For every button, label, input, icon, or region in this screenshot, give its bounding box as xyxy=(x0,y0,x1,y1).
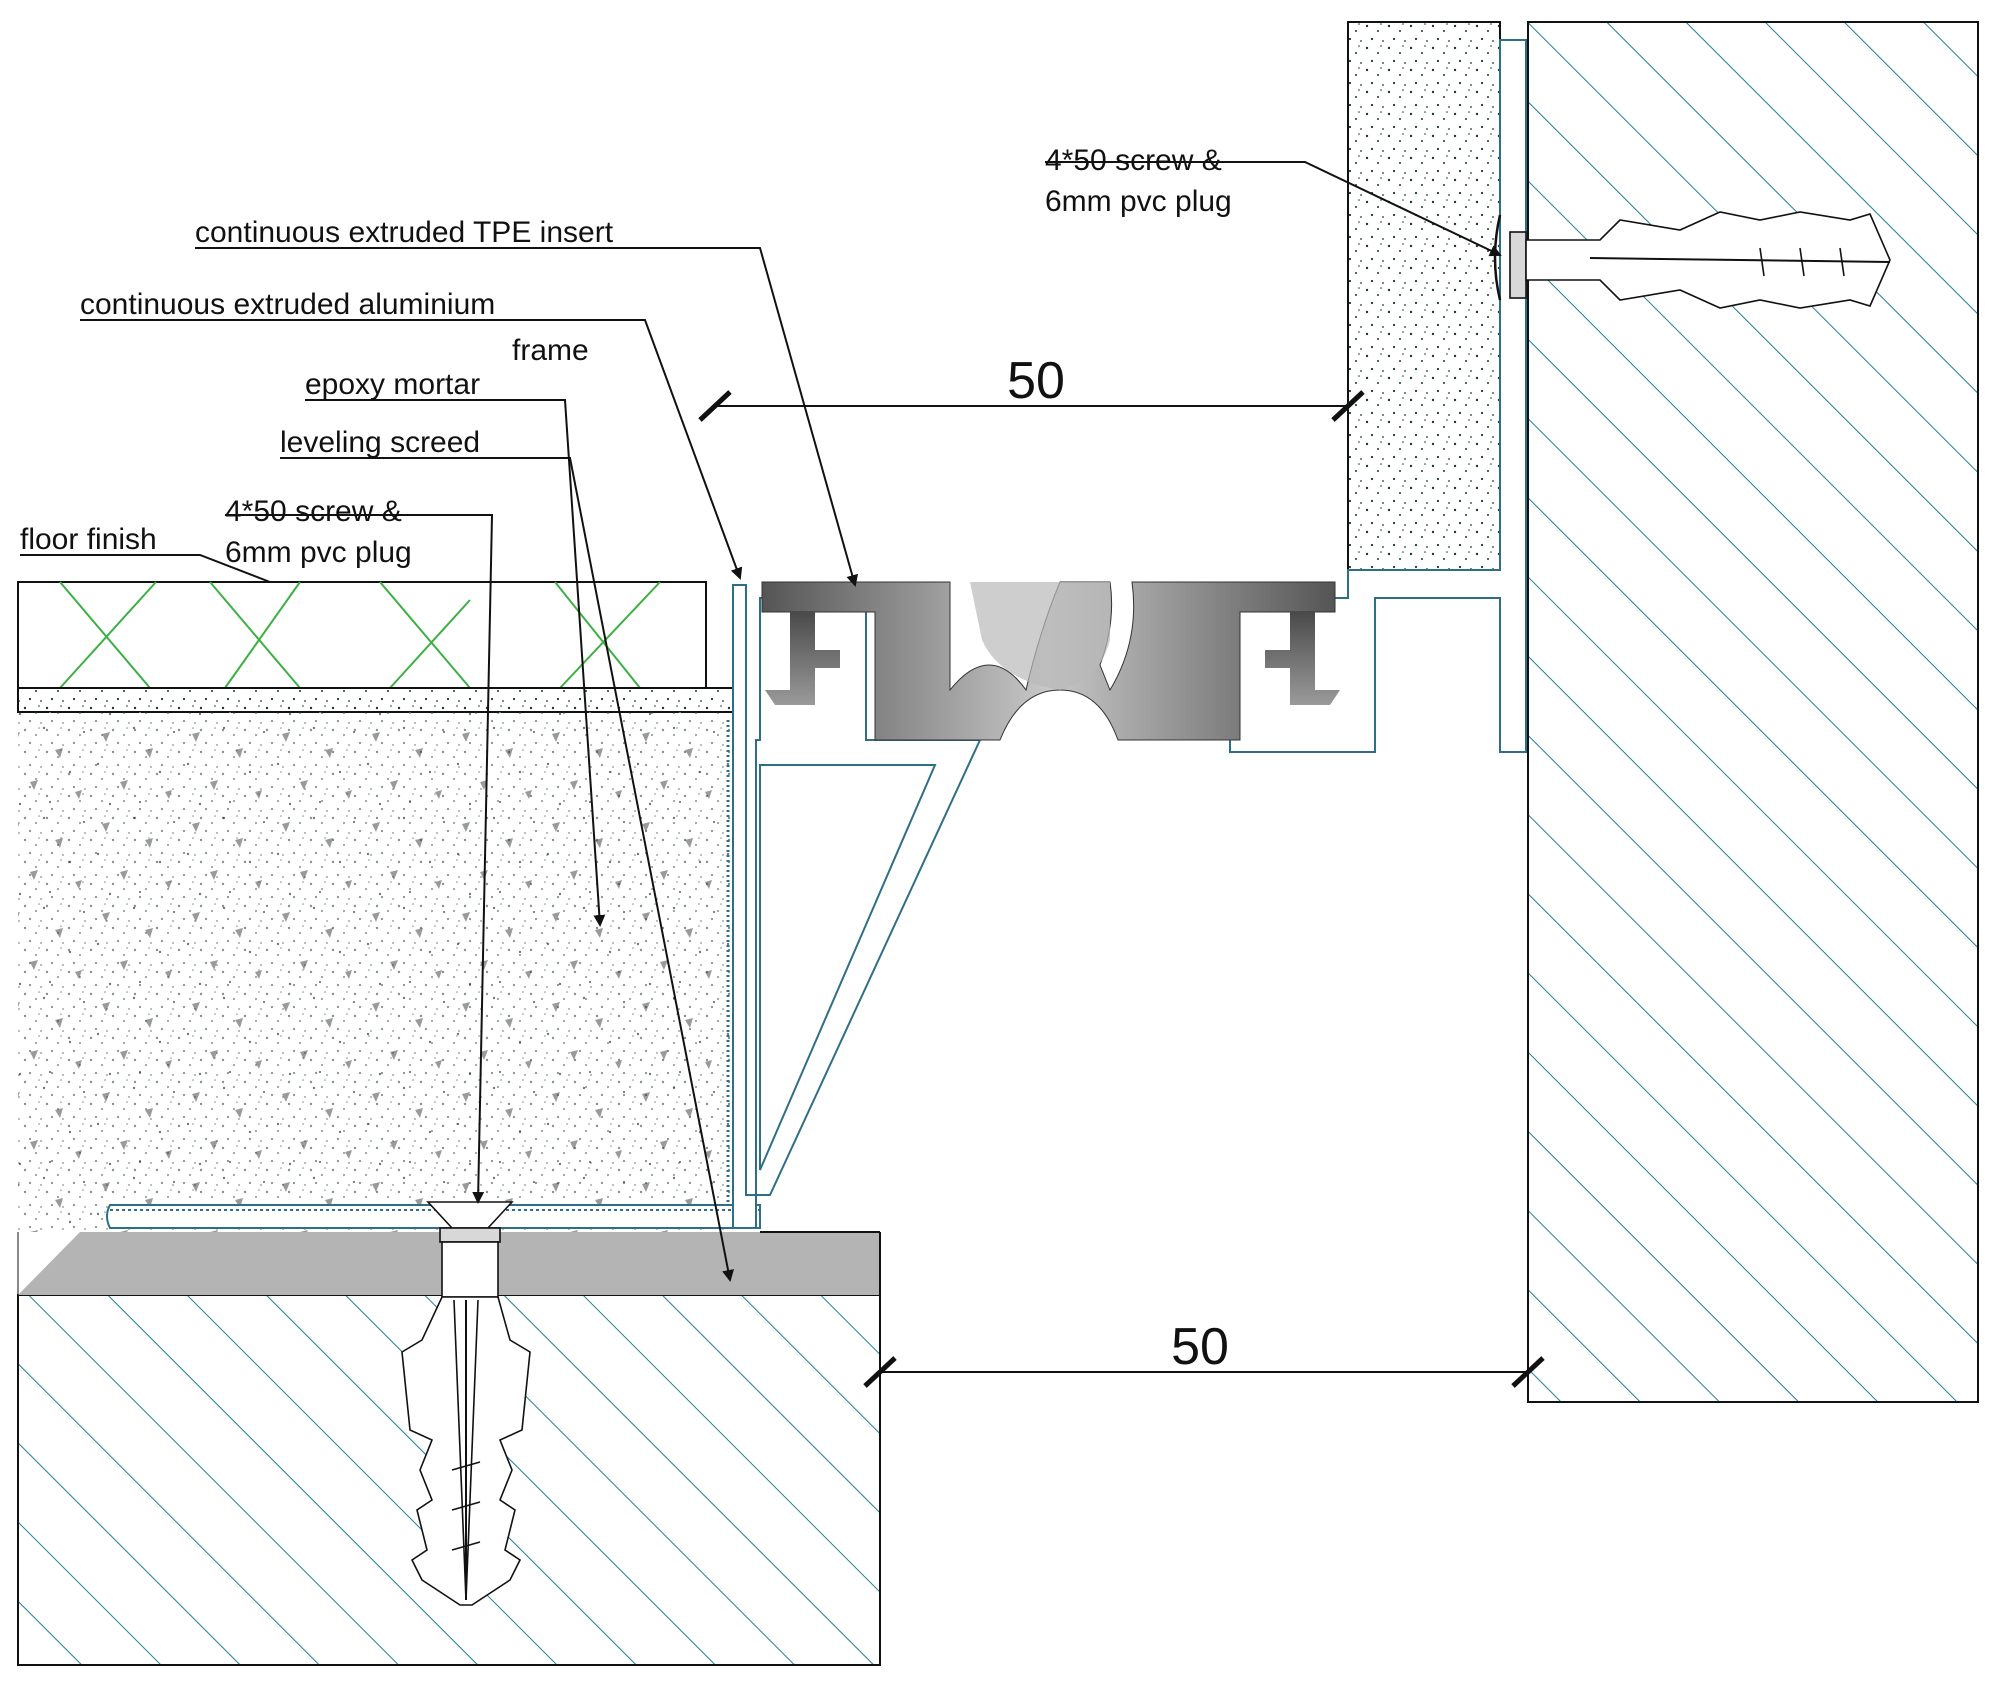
dimension-top: 50 xyxy=(698,352,1365,422)
leveling-screed-layer xyxy=(18,712,733,1232)
callout-labels: 4*50 screw & 6mm pvc plug continuous ext… xyxy=(20,144,1232,569)
floor-screw-plug xyxy=(401,1201,531,1606)
dimension-bottom-value: 50 xyxy=(1171,1318,1229,1376)
leader-lines xyxy=(20,161,1502,1282)
floor-finish-layer xyxy=(17,581,733,689)
adhesive-bed xyxy=(17,687,734,713)
label-wall-screw-line2: 6mm pvc plug xyxy=(1045,185,1232,218)
label-epoxy-mortar: epoxy mortar xyxy=(305,368,480,401)
label-floor-finish: floor finish xyxy=(20,523,157,556)
dimension-bottom: 50 xyxy=(863,1318,1545,1388)
label-wall-screw-line1: 4*50 screw & xyxy=(1045,144,1222,177)
label-floor-screw-line2: 6mm pvc plug xyxy=(225,536,412,569)
floor-aluminium-frame xyxy=(732,584,982,1229)
wall-screw-plug xyxy=(1493,211,1891,309)
label-floor-screw-line1: 4*50 screw & xyxy=(225,495,402,528)
label-tpe-insert: continuous extruded TPE insert xyxy=(195,216,614,249)
label-alu-frame-line2: frame xyxy=(512,334,589,367)
dimension-top-value: 50 xyxy=(1007,352,1065,410)
wall-aluminium-profile xyxy=(1229,39,1527,753)
label-alu-frame-line1: continuous extruded aluminium xyxy=(80,288,495,321)
tpe-insert xyxy=(761,581,1340,773)
wall-plaster xyxy=(1347,21,1501,571)
label-leveling-screed: leveling screed xyxy=(280,426,480,459)
